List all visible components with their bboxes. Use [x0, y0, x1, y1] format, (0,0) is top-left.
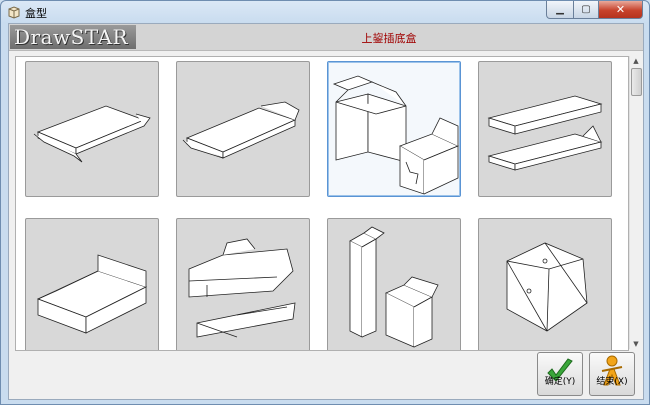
window-controls: ▁ ▢ ✕ [546, 1, 643, 19]
tall-tuck-box-icon [349, 226, 439, 348]
window-title: 盒型 [25, 7, 47, 20]
confirm-button[interactable]: 确定(Y) [537, 352, 583, 396]
exit-button[interactable]: 结束(X) [589, 352, 635, 396]
scroll-up-icon[interactable]: ▲ [633, 57, 639, 65]
box-thumb-8[interactable] [478, 218, 612, 350]
exit-person-icon [601, 355, 623, 386]
drawstar-logo: DrawSTAR [10, 25, 136, 49]
box-type-gallery [15, 56, 629, 351]
box-type-title: 上鋆插底盒 [361, 32, 417, 45]
minimize-button[interactable]: ▁ [546, 1, 574, 19]
pillow-cube-box-icon [506, 242, 588, 332]
green-check-icon [547, 358, 573, 382]
box-thumb-1[interactable] [25, 61, 159, 197]
sleeve-tray-box-icon [487, 95, 603, 171]
maximize-icon: ▢ [581, 4, 591, 15]
close-icon: ✕ [615, 3, 626, 16]
minimize-icon: ▁ [556, 4, 564, 15]
box-window-icon [8, 6, 20, 19]
close-button[interactable]: ✕ [599, 1, 643, 19]
box-thumb-7[interactable] [327, 218, 461, 350]
header-bar: DrawSTAR 上鋆插底盒 [9, 24, 643, 51]
open-tray-box-icon [36, 254, 148, 334]
scroll-down-icon[interactable]: ▼ [633, 340, 639, 348]
title-bar: 盒型 ▁ ▢ ✕ [1, 1, 649, 23]
maximize-button[interactable]: ▢ [574, 1, 599, 19]
confirm-label: 确定(Y) [544, 377, 576, 387]
scrollbar-thumb[interactable] [631, 68, 642, 96]
box-thumb-6[interactable] [176, 218, 310, 350]
lock-bottom-box-icon [332, 75, 459, 195]
gallery-scrollbar[interactable]: ▲ ▼ [629, 56, 642, 349]
box-thumb-2[interactable] [176, 61, 310, 197]
dialog-client-area: DrawSTAR 上鋆插底盒 [8, 23, 644, 400]
flat-tuck-box-icon [33, 105, 151, 163]
box-thumb-5[interactable] [25, 218, 159, 350]
exit-label: 结束(X) [596, 377, 628, 387]
envelope-fold-box-icon [188, 238, 296, 338]
flat-tuck-box-variant-icon [182, 101, 300, 159]
box-thumb-4[interactable] [478, 61, 612, 197]
box-thumb-3[interactable] [327, 61, 461, 197]
